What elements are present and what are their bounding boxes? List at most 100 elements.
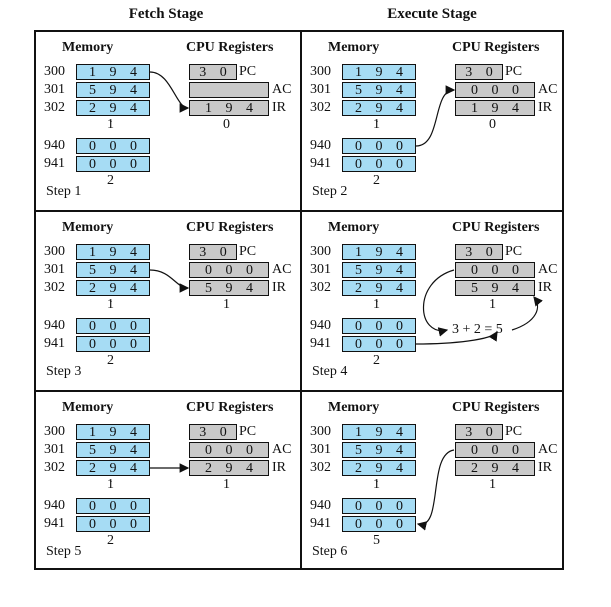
memory-address: 940	[310, 498, 331, 513]
data-flow-arrows	[149, 269, 190, 293]
flow-arrow-1	[149, 71, 190, 113]
pc-label: PC	[505, 244, 523, 259]
memory-address: 301	[310, 82, 331, 97]
cpu-registers-header: CPU Registers	[452, 400, 540, 415]
ir-label: IR	[272, 280, 286, 295]
cpu-registers-header: CPU Registers	[186, 220, 274, 235]
data-flow-arrows	[416, 449, 455, 531]
memory-address: 300	[44, 244, 65, 259]
memory-address: 301	[310, 262, 331, 277]
memory-address: 301	[44, 82, 65, 97]
memory-address: 941	[310, 516, 331, 531]
memory-cell: 5 9 4 1	[342, 82, 416, 114]
memory-cell: 2 9 4 1	[342, 460, 416, 492]
memory-cell: 0 0 0 2	[342, 156, 416, 188]
flow-arrow-1	[422, 269, 455, 337]
divider-vertical	[300, 32, 302, 568]
divider-horizontal-1	[36, 210, 562, 212]
ac-label: AC	[538, 82, 558, 97]
memory-address: 302	[44, 100, 65, 115]
ac-register	[189, 82, 269, 98]
ir-register: 1 9 4 0	[455, 100, 535, 132]
memory-address: 300	[310, 64, 331, 79]
ir-register: 5 9 4 1	[189, 280, 269, 312]
memory-address: 301	[44, 262, 65, 277]
pc-label: PC	[239, 244, 257, 259]
memory-address: 940	[44, 318, 65, 333]
ellipsis-dots: ·	[109, 474, 113, 488]
step-label: Step 2	[312, 184, 348, 199]
ir-register: 1 9 4 0	[189, 100, 269, 132]
step-label: Step 1	[46, 184, 82, 199]
memory-cell: 1 9 4 0	[76, 424, 150, 456]
memory-header: Memory	[62, 220, 114, 235]
memory-address: 940	[44, 138, 65, 153]
cpu-registers-header: CPU Registers	[452, 220, 540, 235]
ellipsis-dots: ·	[375, 114, 379, 128]
memory-address: 300	[310, 244, 331, 259]
memory-cell: 1 9 4 0	[342, 244, 416, 276]
ac-label: AC	[272, 442, 292, 457]
step-label: Step 5	[46, 544, 82, 559]
memory-header: Memory	[328, 400, 380, 415]
pc-label: PC	[505, 64, 523, 79]
memory-address: 302	[310, 100, 331, 115]
execute-stage-title: Execute Stage	[387, 6, 477, 22]
memory-cell: 2 9 4 1	[342, 100, 416, 132]
memory-cell: 1 9 4 0	[76, 244, 150, 276]
ir-label: IR	[538, 460, 552, 475]
ac-label: AC	[272, 82, 292, 97]
ellipsis-dots: ·	[375, 294, 379, 308]
ir-label: IR	[272, 460, 286, 475]
pc-label: PC	[239, 424, 257, 439]
divider-horizontal-2	[36, 390, 562, 392]
flow-arrow-2	[415, 330, 498, 345]
memory-cell: 1 9 4 0	[342, 64, 416, 96]
ac-register: 0 0 0 5	[189, 442, 269, 474]
memory-cell: 0 0 0 5	[342, 516, 416, 548]
step-panel-3: Memory CPU Registers 300 1 9 4 0 301 5 9 4 1 3…	[36, 212, 300, 390]
ir-label: IR	[538, 100, 552, 115]
memory-address: 302	[44, 280, 65, 295]
memory-address: 941	[310, 156, 331, 171]
memory-cell: 0 0 0 2	[76, 516, 150, 548]
memory-header: Memory	[62, 400, 114, 415]
data-flow-arrows	[415, 269, 543, 345]
pc-register: 3 0 3	[455, 424, 503, 456]
ir-register: 2 9 4 1	[455, 460, 535, 492]
cpu-registers-header: CPU Registers	[186, 400, 274, 415]
memory-header: Memory	[328, 40, 380, 55]
memory-cell: 1 9 4 0	[76, 64, 150, 96]
ac-label: AC	[538, 262, 558, 277]
ir-register: 2 9 4 1	[189, 460, 269, 492]
memory-cell: 2 9 4 1	[76, 100, 150, 132]
flow-arrow-1	[416, 449, 455, 531]
ellipsis-dots: ·	[109, 294, 113, 308]
step-label: Step 6	[312, 544, 348, 559]
cpu-registers-header: CPU Registers	[186, 40, 274, 55]
memory-cell: 0 0 0 3	[76, 138, 150, 170]
data-flow-arrows	[150, 463, 190, 473]
memory-cell: 2 9 4 1	[76, 280, 150, 312]
memory-cell: 2 9 4 1	[76, 460, 150, 492]
memory-header: Memory	[62, 40, 114, 55]
pc-label: PC	[239, 64, 257, 79]
memory-cell: 0 0 0 2	[76, 336, 150, 368]
ir-label: IR	[272, 100, 286, 115]
memory-address: 300	[310, 424, 331, 439]
memory-address: 941	[44, 516, 65, 531]
memory-header: Memory	[328, 220, 380, 235]
step-label: Step 3	[46, 364, 82, 379]
memory-cell: 2 9 4 1	[342, 280, 416, 312]
memory-cell: 0 0 0 2	[342, 336, 416, 368]
ir-register: 5 9 4 1	[455, 280, 535, 312]
memory-address: 302	[44, 460, 65, 475]
memory-address: 300	[44, 64, 65, 79]
pc-label: PC	[505, 424, 523, 439]
ir-label: IR	[538, 280, 552, 295]
ac-label: AC	[538, 442, 558, 457]
